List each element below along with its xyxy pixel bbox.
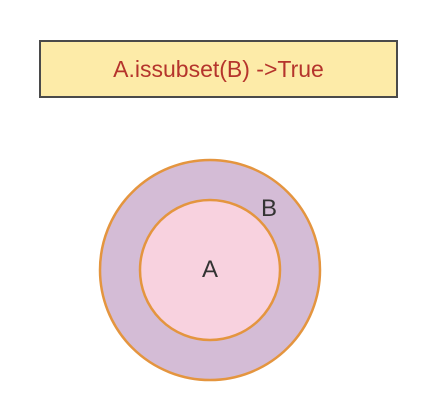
caption-box: A.issubset(B) ->True	[39, 40, 398, 98]
set-a-label: A	[202, 256, 218, 283]
set-b-label: B	[261, 195, 277, 222]
set-a-circle	[138, 198, 282, 342]
caption-text: A.issubset(B) ->True	[113, 55, 324, 82]
